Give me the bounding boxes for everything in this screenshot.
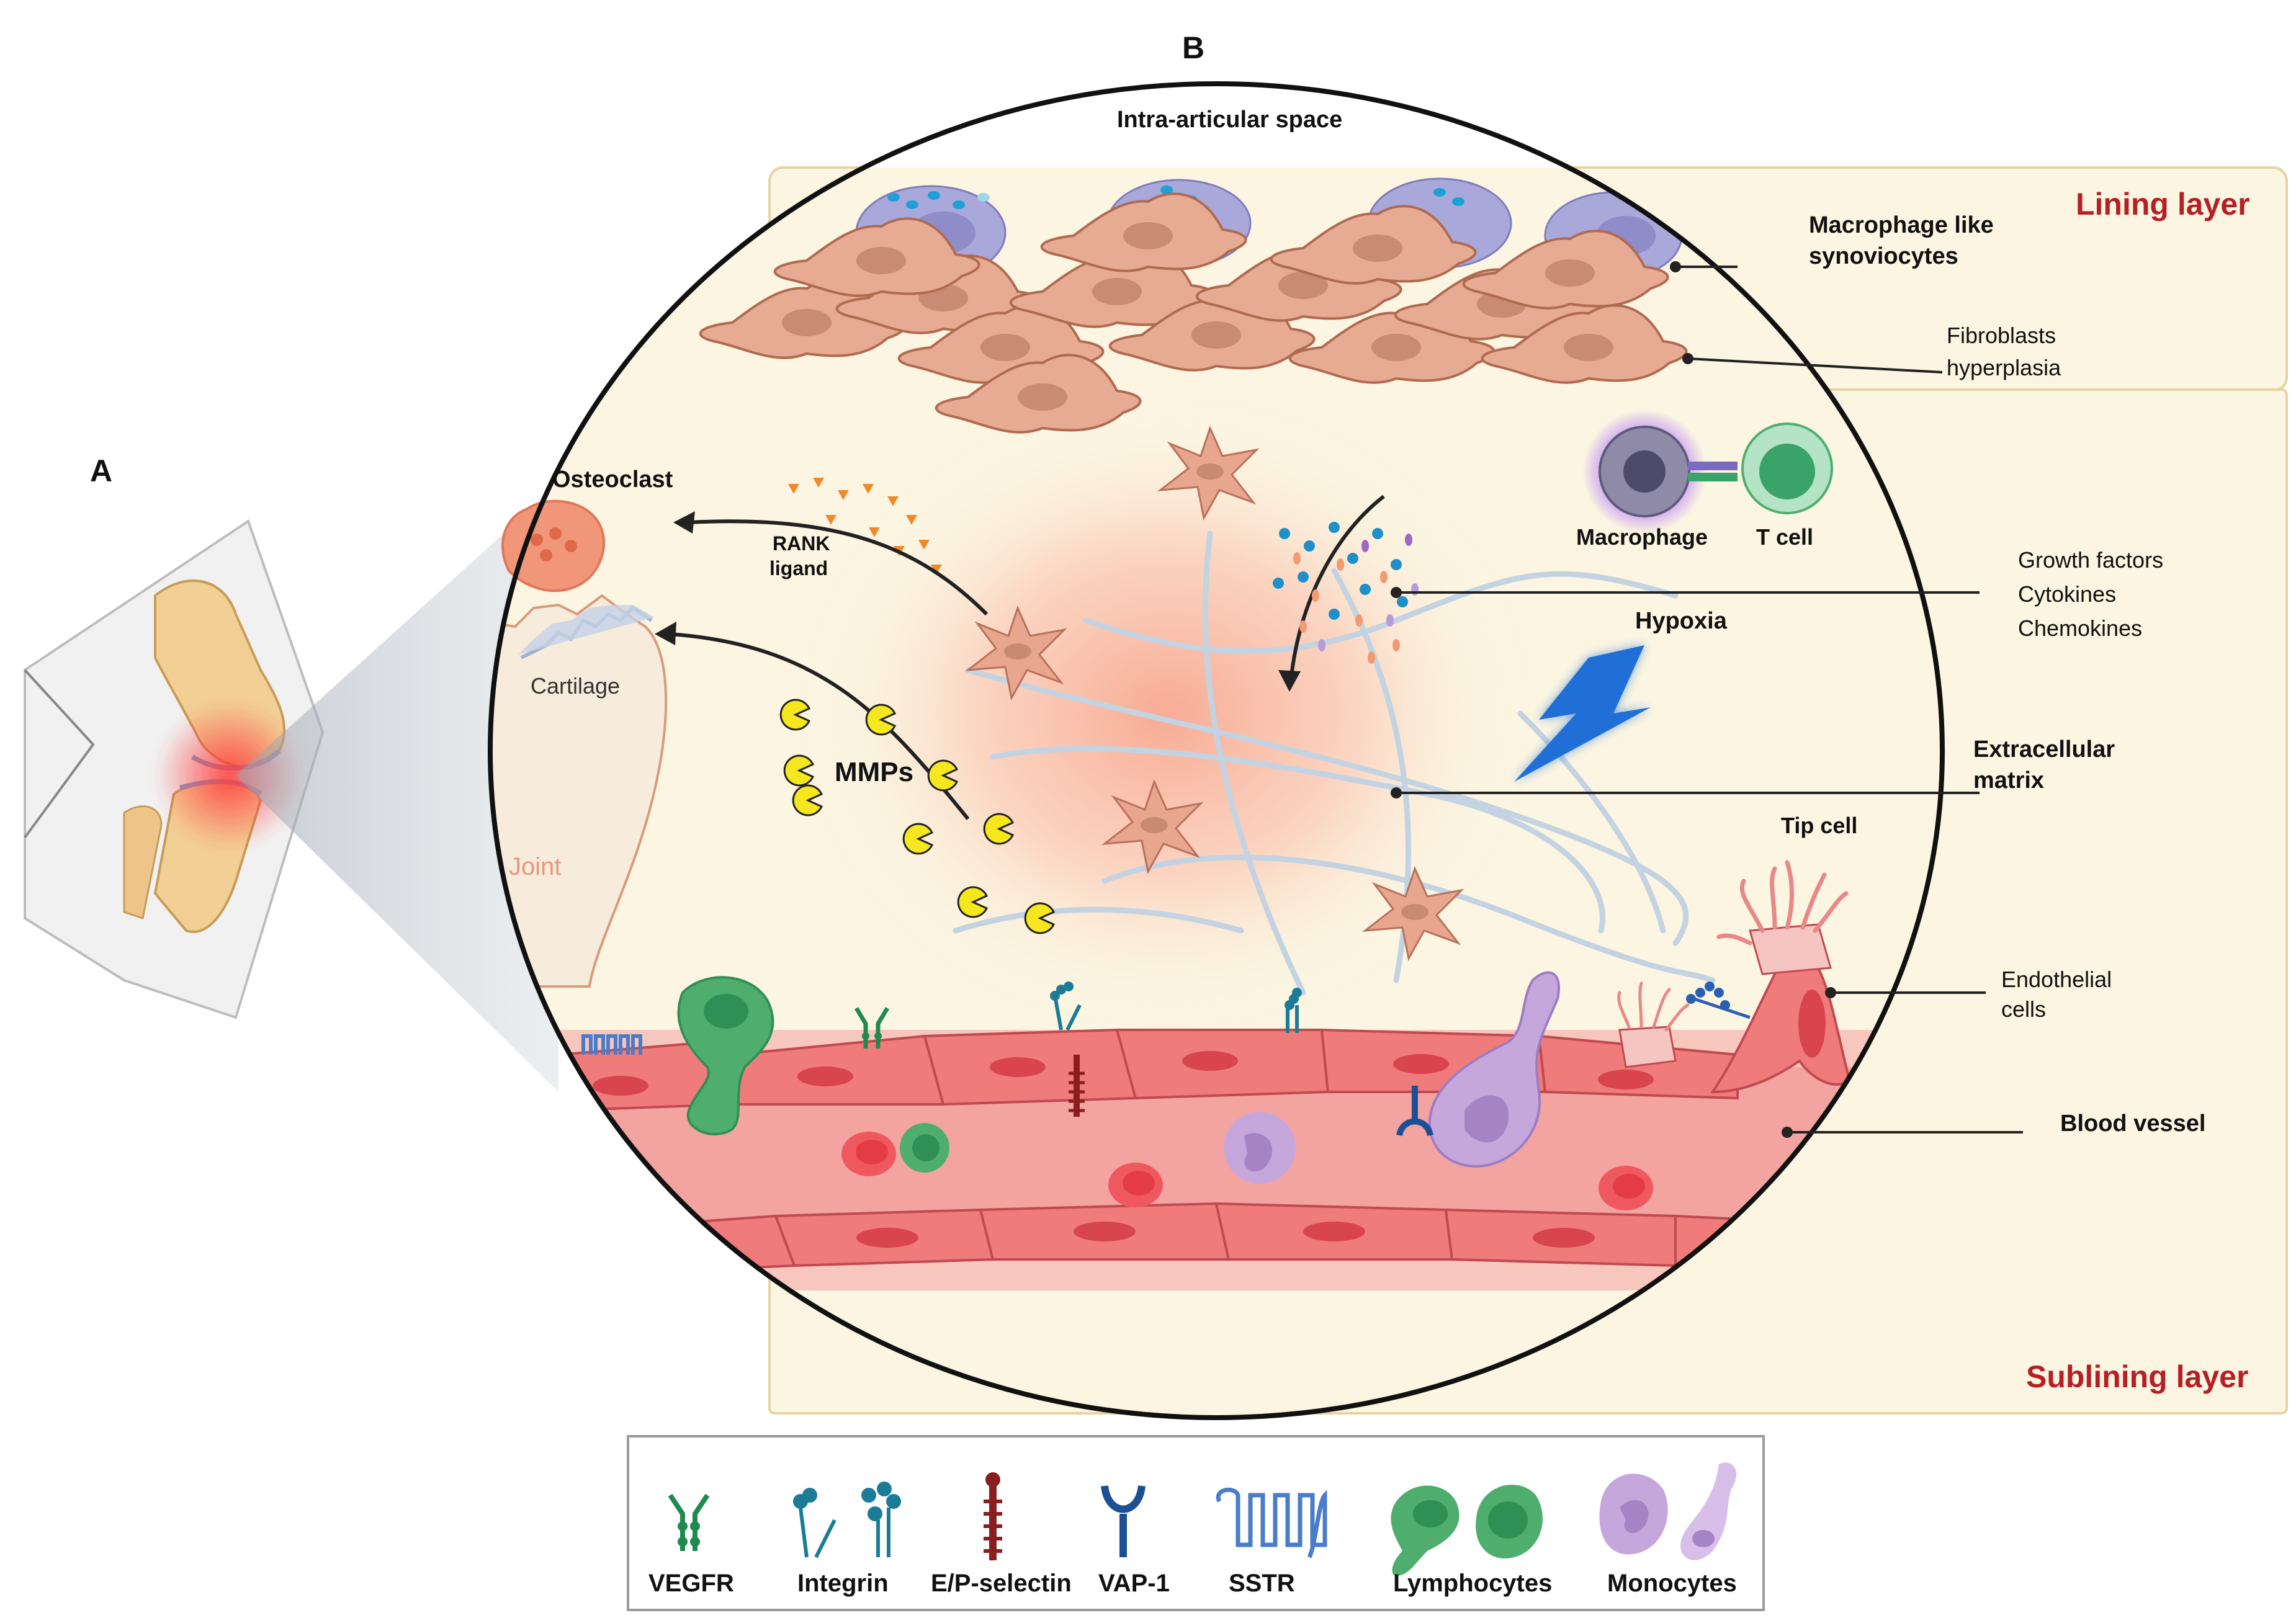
cytokine-cloud — [1273, 522, 1419, 664]
vap1-icon — [1101, 1485, 1146, 1557]
callout-cytokines: Cytokines — [2018, 581, 2117, 607]
legend-label-selectin: E/P-selectin — [931, 1570, 1072, 1597]
zoom-cone — [236, 484, 558, 1092]
legend-label-integrin: Integrin — [797, 1570, 889, 1597]
panel-label-a: A — [90, 454, 113, 488]
callout-endothelial-2: cells — [2001, 996, 2047, 1022]
callout-blood-vessel: Blood vessel — [2060, 1111, 2206, 1137]
macrophage-tcell-pair — [1582, 409, 1833, 534]
sublining-layer-title: Sublining layer — [2026, 1359, 2249, 1394]
callout-lines — [1396, 266, 2023, 1133]
selectin-icon — [984, 1472, 1002, 1560]
callout-endothelial-1: Endothelial — [2001, 967, 2112, 992]
knee-illustration — [24, 519, 325, 1019]
label-rank-2: ligand — [769, 557, 828, 579]
legend-box — [627, 1435, 1765, 1611]
callout-macrophage-synoviocytes-1: Macrophage like — [1809, 212, 1994, 238]
label-t-cell: T cell — [1756, 524, 1814, 550]
legend-label-vegfr: VEGFR — [648, 1570, 734, 1597]
zoom-circle-outline — [488, 81, 1945, 1420]
sstr-icon — [1216, 1487, 1327, 1558]
label-tip-cell: Tip cell — [1781, 813, 1858, 838]
lymphocyte-icon — [1391, 1485, 1543, 1576]
callout-chemokines: Chemokines — [2018, 615, 2143, 641]
callout-ecm-2: matrix — [1973, 767, 2045, 794]
legend-label-lymphocytes: Lymphocytes — [1393, 1570, 1553, 1597]
callout-fibroblasts-1: Fibroblasts — [1947, 323, 2056, 348]
legend-icons — [668, 1462, 1737, 1576]
integrin-icon — [793, 1482, 901, 1558]
receptors-on-vessel — [581, 981, 1751, 1137]
cytokine-arrow — [1289, 494, 1385, 683]
label-osteoclast: Osteoclast — [552, 467, 673, 493]
label-macrophage: Macrophage — [1576, 524, 1708, 550]
callout-macrophage-synoviocytes-2: synoviocytes — [1809, 243, 1958, 269]
tip-cell-sprout — [1617, 860, 1851, 1094]
label-cartilage: Cartilage — [531, 673, 621, 699]
label-hypoxia: Hypoxia — [1635, 608, 1727, 634]
intra-articular-label: Intra-articular space — [1117, 107, 1343, 133]
callout-ecm-1: Extracellular — [1973, 736, 2115, 762]
label-joint: Joint — [509, 853, 562, 880]
callout-fibroblasts-2: hyperplasia — [1947, 355, 2061, 380]
legend-label-sstr: SSTR — [1229, 1570, 1295, 1597]
joint-bone — [490, 594, 668, 988]
transmigrating-monocyte — [1428, 971, 1560, 1168]
rank-arrow — [688, 519, 989, 616]
callout-growth-factors: Growth factors — [2018, 547, 2164, 573]
transmigrating-lymphocyte — [677, 976, 774, 1135]
lining-layer-title: Lining layer — [2076, 187, 2250, 221]
monocyte-icon — [1599, 1462, 1737, 1560]
panel-label-b: B — [1182, 30, 1205, 65]
label-mmps: MMPs — [835, 757, 914, 787]
osteoclast-cell — [501, 499, 606, 592]
legend-label-vap1: VAP-1 — [1098, 1570, 1170, 1597]
hypoxia-bolt — [1514, 645, 1651, 782]
label-rank-1: RANK — [773, 532, 830, 555]
legend-label-monocytes: Monocytes — [1607, 1570, 1737, 1597]
